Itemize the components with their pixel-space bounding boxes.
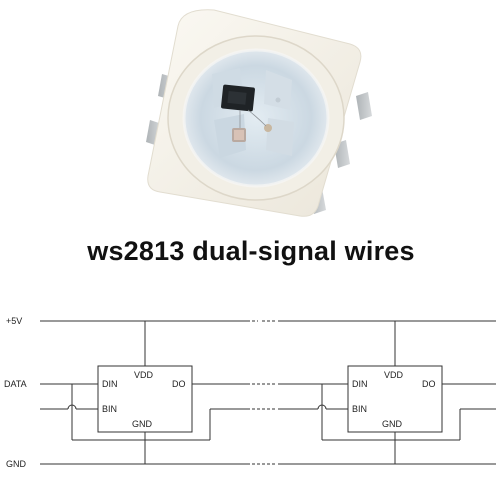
gnd-label: GND [6, 459, 27, 469]
chip-1-gnd-label: GND [132, 419, 153, 429]
chip-2-bin-label: BIN [352, 404, 367, 414]
chip-2-din-label: DIN [352, 379, 368, 389]
data-label: DATA [4, 379, 27, 389]
chip-1-din-label: DIN [102, 379, 118, 389]
chip-1-box [97, 365, 193, 433]
chip-1-do-label: DO [172, 379, 186, 389]
vcc-label: +5V [6, 316, 22, 326]
lens [182, 48, 330, 188]
led-package-photo [146, 9, 372, 217]
chip-2-box [347, 365, 443, 433]
page-title: ws2813 dual-signal wires [87, 236, 415, 266]
chip-2-do-label: DO [422, 379, 436, 389]
chip-2-vdd-label: VDD [384, 370, 404, 380]
chip-2-gnd-label: GND [382, 419, 403, 429]
chip-1-vdd-label: VDD [134, 370, 154, 380]
chip-1-bin-label: BIN [102, 404, 117, 414]
